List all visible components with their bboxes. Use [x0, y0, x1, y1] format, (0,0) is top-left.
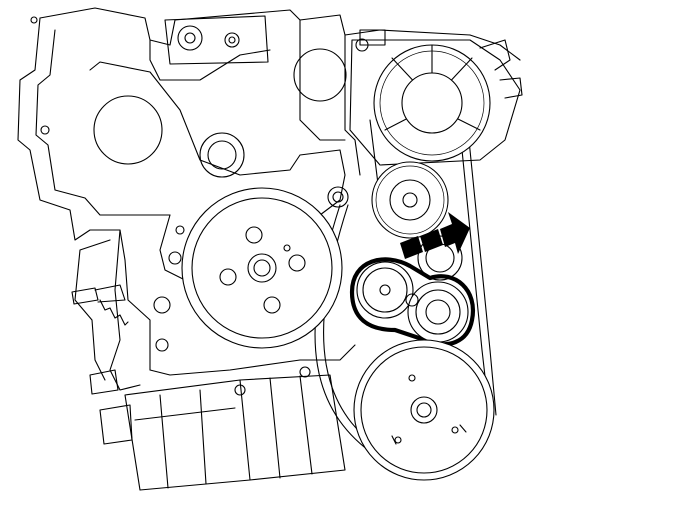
alternator: [349, 29, 523, 166]
engine-block: [17, 7, 521, 391]
triple-chevron-arrow-icon: [400, 212, 470, 259]
lower-housing: [124, 366, 346, 491]
sensor-bracket: [71, 284, 133, 445]
water-pump-pulley: [181, 187, 343, 349]
crankshaft-pulley: [353, 339, 495, 481]
idler-pulley: [371, 161, 449, 239]
belt-tensioner: [349, 257, 476, 347]
